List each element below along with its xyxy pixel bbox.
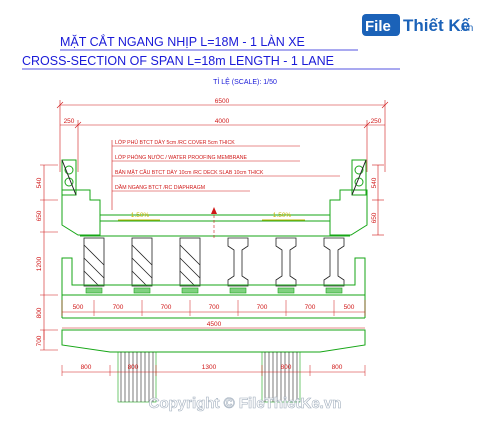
dim-right-rail: 250 <box>371 118 382 125</box>
beam-spacing-dims <box>61 300 366 316</box>
copyright-watermark: Copyright © FileThietKe.vn <box>149 395 342 412</box>
pier-body <box>61 329 366 353</box>
dim-right-upper: 540 <box>371 177 378 188</box>
foot-spacing-dims <box>61 365 366 376</box>
logo-domain-text: .vn <box>460 23 473 34</box>
dim-left-beam: 1200 <box>36 256 43 271</box>
dim-left-foot: 700 <box>36 335 43 346</box>
girder-1 <box>83 237 105 287</box>
right-railing <box>351 159 367 196</box>
slope-left: 1.50% <box>131 212 150 219</box>
dim-pier-total: 4500 <box>207 321 222 328</box>
girder-6 <box>323 237 345 287</box>
left-curb <box>61 189 101 236</box>
left-railing <box>61 159 77 196</box>
note-deck-slab: BẢN MẶT CẦU BTCT DÀY 10cm /RC DECK SLAB … <box>115 169 264 176</box>
beam-gap-3: 700 <box>161 304 172 311</box>
title-vietnamese: MẶT CẮT NGANG NHỊP L=18M - 1 LÀN XE <box>60 34 305 49</box>
site-logo: File Thiết Kế .vn <box>362 14 473 36</box>
dim-right-lower: 650 <box>371 212 378 223</box>
foot-gap-2: 800 <box>128 364 139 371</box>
beam-gap-1: 500 <box>73 304 84 311</box>
dim-left-pier: 800 <box>36 307 43 318</box>
dim-left-lower: 650 <box>36 210 43 221</box>
deck-structure <box>61 189 368 237</box>
note-cover: LỚP PHỦ BTCT DÀY 5cm /RC COVER 5cm THICK <box>115 139 235 146</box>
foot-gap-3: 1300 <box>202 364 217 371</box>
left-dimensions <box>40 164 58 351</box>
centerline-marker <box>211 207 217 240</box>
foot-gap-5: 800 <box>332 364 343 371</box>
logo-badge <box>362 14 400 36</box>
layer-notes: LỚP PHỦ BTCT DÀY 5cm /RC COVER 5cm THICK… <box>111 139 340 210</box>
foot-gap-4: 800 <box>281 364 292 371</box>
right-dimensions <box>372 164 384 236</box>
beam-gap-6: 700 <box>305 304 316 311</box>
top-dimensions <box>56 100 389 172</box>
logo-brand-text: Thiết Kế <box>403 16 471 35</box>
scale-label: TỈ LỆ (SCALE): 1/50 <box>213 77 277 86</box>
logo-file-text: File <box>365 18 391 35</box>
bearing-pads <box>85 287 343 294</box>
right-curb <box>329 189 368 236</box>
girder-4 <box>227 237 249 287</box>
dim-left-rail: 250 <box>64 118 75 125</box>
beam-gap-4: 700 <box>209 304 220 311</box>
beam-gap-2: 700 <box>113 304 124 311</box>
title-english: CROSS-SECTION OF SPAN L=18m LENGTH - 1 L… <box>22 54 334 68</box>
note-waterproof: LỚP PHÒNG NƯỚC / WATER PROOFING MEMBRANE <box>115 154 248 161</box>
girder-3 <box>179 237 201 287</box>
pier-columns <box>117 351 301 403</box>
foot-gap-1: 800 <box>81 364 92 371</box>
slope-right: 1.50% <box>273 212 292 219</box>
girder-2 <box>131 237 153 287</box>
dim-overall-width: 6500 <box>215 98 230 105</box>
girder-5 <box>275 237 297 287</box>
note-diaphragm: DẦM NGANG BTCT /RC DIAPHRAGM <box>115 184 205 191</box>
beam-gap-7: 500 <box>344 304 355 311</box>
dim-left-upper: 540 <box>36 177 43 188</box>
dim-deck-width: 4000 <box>215 118 230 125</box>
girders <box>83 237 345 287</box>
beam-gap-5: 700 <box>257 304 268 311</box>
